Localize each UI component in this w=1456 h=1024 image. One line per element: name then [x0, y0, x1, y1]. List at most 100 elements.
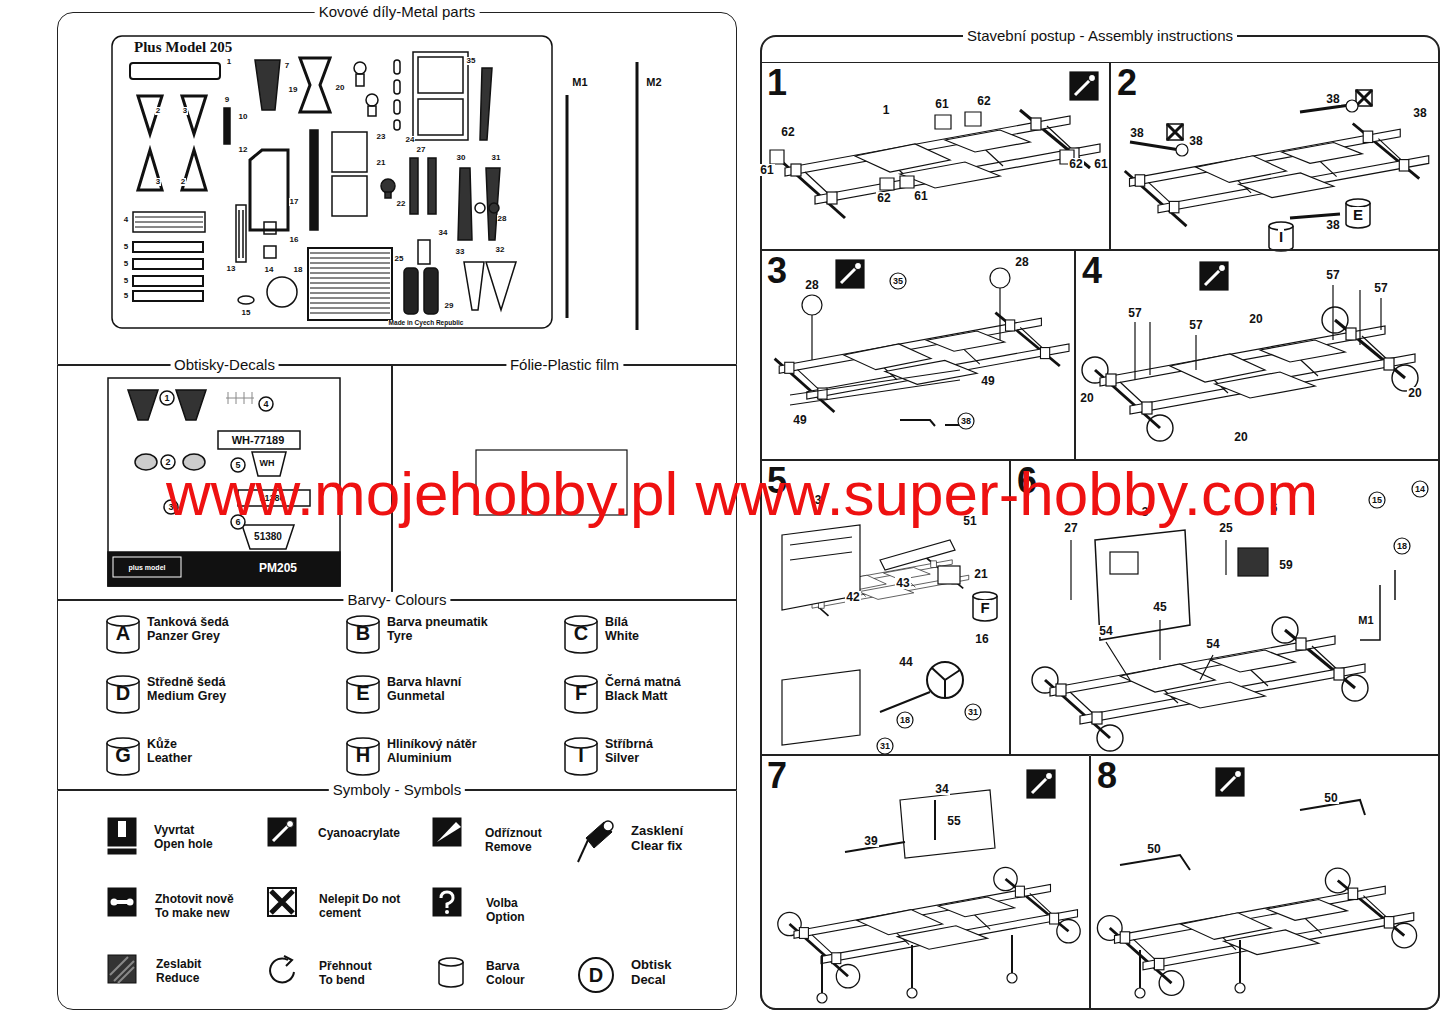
symbol-icons	[108, 818, 136, 846]
kit-title: Plus Model 205	[133, 40, 233, 55]
photo-etch-fret	[238, 296, 254, 304]
callout-number: 62	[780, 126, 795, 138]
photo-etch-fret	[458, 168, 472, 240]
step-drawings	[790, 879, 1078, 976]
decal-number: 1	[163, 394, 170, 403]
symbol-text: Přehnout To bend	[318, 960, 376, 988]
decal-sheet	[160, 391, 174, 405]
callout-number: 21	[973, 568, 988, 580]
symbol-icons	[268, 888, 296, 916]
step-drawings	[1027, 770, 1055, 798]
callout-number: 31	[879, 742, 891, 751]
origin-note: Made in Cyech Republic	[388, 320, 465, 327]
photo-etch-fret	[404, 268, 418, 314]
symbol-icons	[108, 888, 136, 916]
callout-number: 20	[1233, 431, 1248, 443]
callout-number: 57	[1325, 269, 1340, 281]
section-heading: Stavební postup - Assembly instructions	[963, 28, 1237, 45]
part-number: 5	[123, 277, 129, 285]
colour-name: Tanková šedá Panzer Grey	[147, 615, 232, 644]
step-drawings	[770, 112, 1074, 190]
callout-number: 55	[946, 815, 961, 827]
callout-number: 57	[1127, 307, 1142, 319]
step-drawings	[990, 268, 1010, 288]
callout-number: 54	[1098, 625, 1113, 637]
part-number: 30	[456, 154, 467, 162]
callout-number: 57	[1373, 282, 1388, 294]
symbol-icons	[437, 822, 461, 842]
callout-number: 49	[792, 414, 807, 426]
symbol-icons	[433, 818, 461, 846]
colour-letter: G	[105, 745, 141, 765]
step-drawings	[1125, 124, 1429, 227]
step-drawings	[790, 288, 1000, 405]
photo-etch-fret	[489, 203, 499, 213]
step-drawings	[958, 413, 974, 429]
decal-plate-text: 51380	[253, 532, 283, 542]
symbol-icons	[118, 821, 126, 837]
photo-etch-fret	[424, 268, 438, 314]
part-number: 35	[466, 57, 477, 65]
part-number: 7	[284, 62, 290, 70]
colour-letter: A	[105, 623, 141, 643]
callout-number: 28	[1014, 256, 1029, 268]
photo-etch-fret	[138, 150, 206, 190]
step-drawings	[822, 935, 1012, 995]
symbol-icons	[108, 818, 613, 992]
step-number: 3	[767, 253, 787, 289]
photo-etch-fret	[464, 262, 484, 310]
symbol-text: Zeslabit Reduce	[155, 958, 206, 986]
photo-etch-fret	[264, 246, 276, 258]
step-drawings	[1346, 100, 1358, 112]
step-drawings	[897, 712, 913, 728]
colour-can: ATanková šedá Panzer Grey	[105, 613, 141, 655]
step-drawings	[1120, 800, 1365, 870]
symbol-icons	[108, 849, 136, 854]
photo-etch-fret	[310, 253, 390, 313]
step-drawings	[1070, 72, 1098, 100]
photo-etch-fret	[418, 99, 463, 135]
callout-number: 20	[1079, 392, 1094, 404]
colour-letter: F	[979, 600, 990, 615]
symbol-text: Obtisk Decal	[630, 958, 676, 988]
step-drawings	[836, 260, 864, 288]
decal-symbol-letter: D	[588, 965, 604, 985]
colour-letter: E	[345, 683, 381, 703]
part-number: 4	[123, 216, 129, 224]
photo-etch-fret	[410, 158, 418, 214]
step-drawings	[1110, 881, 1414, 984]
photo-etch-fret	[300, 58, 330, 112]
symbol-icons	[111, 899, 118, 906]
step-drawings	[1167, 124, 1183, 140]
step-drawings	[1082, 307, 1418, 441]
part-number: 25	[394, 255, 405, 263]
photo-etch-fret	[255, 60, 280, 110]
step-number: 1	[767, 65, 787, 101]
colour-letter: C	[563, 623, 599, 643]
part-number: 3	[155, 178, 161, 186]
symbol-icons	[284, 956, 292, 966]
photo-etch-fret	[264, 222, 276, 234]
photo-etch-fret	[133, 276, 203, 286]
step-drawings	[1238, 548, 1268, 576]
step-number: 8	[1097, 758, 1117, 794]
symbol-icons	[268, 818, 296, 846]
photo-etch-fret	[130, 63, 220, 79]
symbol-text: Zhotovit nově To make new	[154, 893, 238, 921]
colour-can: HHliníkový nátěr Aluminium	[345, 735, 381, 777]
colour-letter: I	[1278, 229, 1284, 244]
callout-number: 45	[1152, 601, 1167, 613]
step-drawings	[1071, 540, 1226, 680]
photo-etch-fret	[394, 80, 400, 94]
section-heading: Obtisky-Decals	[170, 357, 279, 374]
colour-name: Středně šedá Medium Grey	[147, 675, 230, 704]
photo-etch-fret	[366, 94, 378, 106]
photo-etch-fret	[428, 158, 436, 214]
part-number: M2	[645, 77, 662, 88]
section-heading: Symboly - Symbols	[329, 782, 465, 799]
step-drawings	[1130, 105, 1350, 218]
photo-etch-fret	[486, 262, 516, 310]
part-number: 31	[491, 154, 502, 162]
callout-number: 38	[1412, 107, 1427, 119]
part-number: 18	[293, 266, 304, 274]
